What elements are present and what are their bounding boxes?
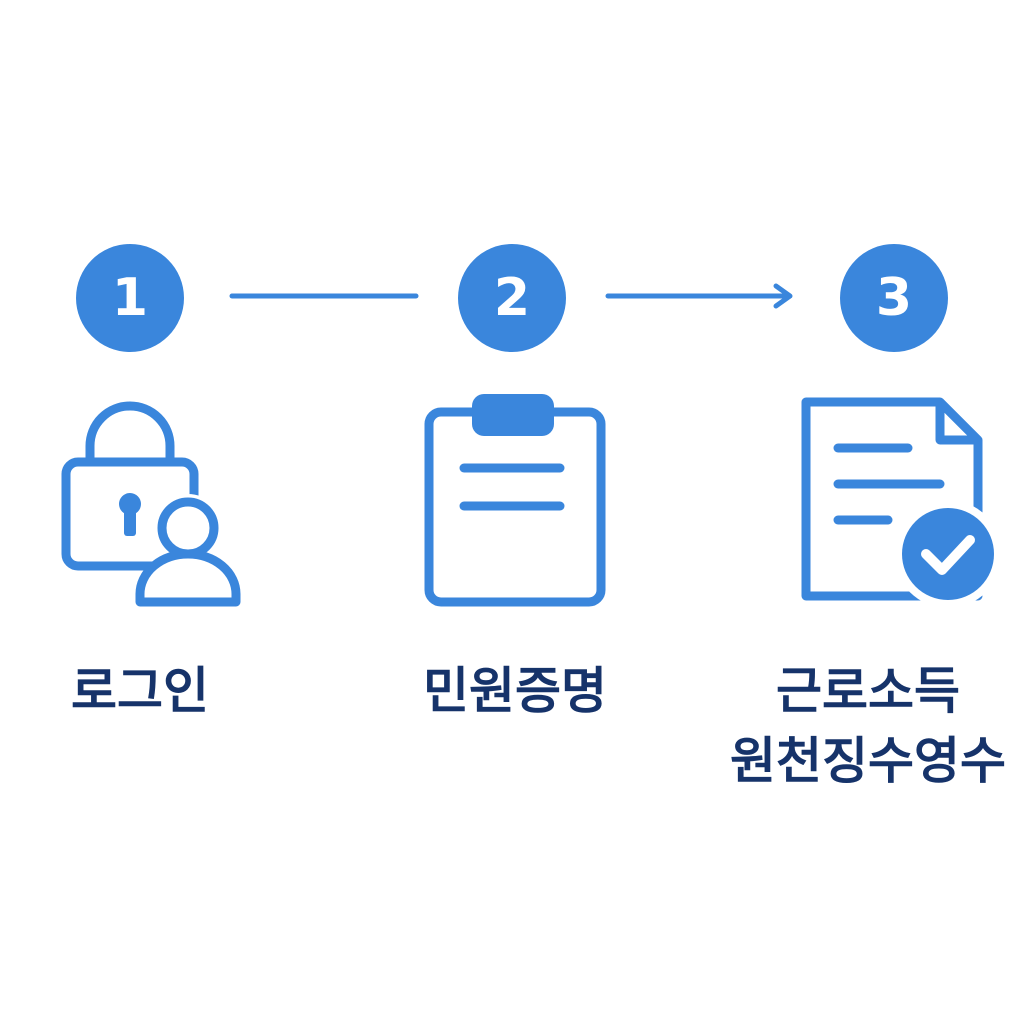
step-1-label: 로그인 [71,662,209,720]
arrow-right-icon [605,283,793,309]
lock-user-icon [61,401,241,608]
document-check-icon [801,397,1002,608]
clipboard-icon [424,394,606,607]
step-3-label: 근로소득 원천징수영수 [712,656,1024,796]
step-3-label-line-1: 근로소득 [776,662,960,720]
step-2-label: 민원증명 [423,662,607,720]
connector-line [229,293,419,299]
step-2-badge: 2 [458,244,566,352]
step-3-badge: 3 [840,244,948,352]
step-1-badge: 1 [76,244,184,352]
step-3-label-line-2: 원천징수영수 [730,732,1006,790]
